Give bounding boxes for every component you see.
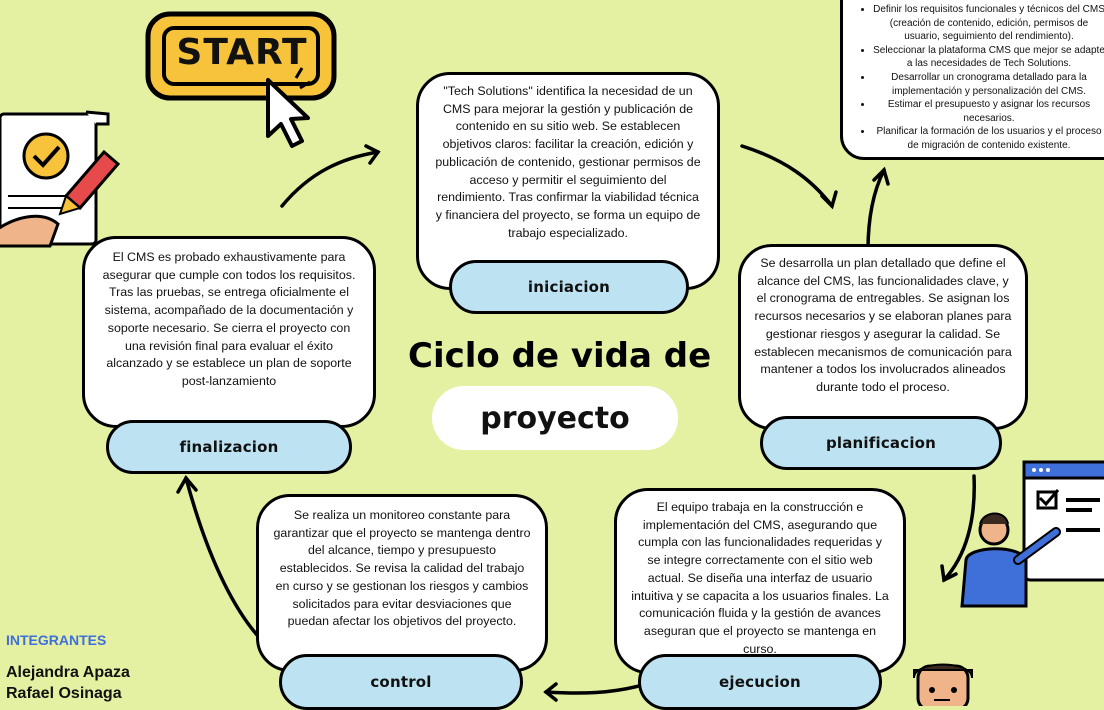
diagram-title: Ciclo de vida de: [408, 336, 712, 376]
ejecucion-label: ejecucion: [638, 654, 882, 710]
diagram-subtitle-pill: proyecto: [432, 386, 678, 450]
checklist-icon: [0, 110, 121, 248]
control-label: control: [279, 654, 523, 710]
iniciacion-label: iniciacion: [449, 260, 689, 314]
iniciacion-card: "Tech Solutions" identifica la necesidad…: [416, 72, 720, 290]
control-description: Se realiza un monitoreo constante para g…: [273, 508, 531, 629]
planificacion-label: planificacion: [760, 416, 1002, 470]
arrow-to-bullets: [866, 168, 886, 252]
start-sign-graphic: [145, 11, 337, 101]
presenter-icon: [960, 460, 1104, 608]
planificacion-task-list: Definir los requisitos funcionales y téc…: [859, 3, 1104, 153]
start-label: START: [176, 32, 308, 73]
finalizacion-card: El CMS es probado exhaustivamente para a…: [82, 236, 376, 428]
arrow-to-control: [544, 682, 648, 695]
task-item: Definir los requisitos funcionales y téc…: [873, 3, 1104, 44]
members-heading: INTEGRANTES: [6, 632, 107, 648]
person-face-icon: [913, 663, 973, 706]
ejecucion-description: El equipo trabaja en la construcción e i…: [631, 500, 889, 656]
control-card: Se realiza un monitoreo constante para g…: [256, 494, 548, 672]
finalizacion-description: El CMS es probado exhaustivamente para a…: [102, 250, 356, 389]
planificacion-description: Se desarrolla un plan detallado que defi…: [754, 256, 1012, 395]
arrow-to-iniciacion: [280, 150, 380, 208]
planificacion-tasks-card: Definir los requisitos funcionales y téc…: [840, 0, 1104, 160]
ejecucion-card: El equipo trabaja en la construcción e i…: [614, 488, 906, 674]
finalizacion-label: finalizacion: [106, 420, 352, 474]
task-item: Planificar la formación de los usuarios …: [873, 125, 1104, 152]
arrow-to-planificacion: [740, 144, 834, 208]
start-sign: START: [142, 10, 342, 106]
member-name: Alejandra Apaza: [6, 664, 130, 681]
iniciacion-description: "Tech Solutions" identifica la necesidad…: [435, 84, 701, 240]
task-item: Desarrollar un cronograma detallado para…: [873, 71, 1104, 98]
member-name: Rafael Osinaga: [6, 685, 122, 702]
planificacion-card: Se desarrolla un plan detallado que defi…: [738, 244, 1028, 430]
task-item: Seleccionar la plataforma CMS que mejor …: [873, 44, 1104, 71]
diagram-subtitle: proyecto: [480, 400, 630, 436]
task-item: Estimar el presupuesto y asignar los rec…: [873, 98, 1104, 125]
arrow-to-person: [942, 474, 976, 582]
